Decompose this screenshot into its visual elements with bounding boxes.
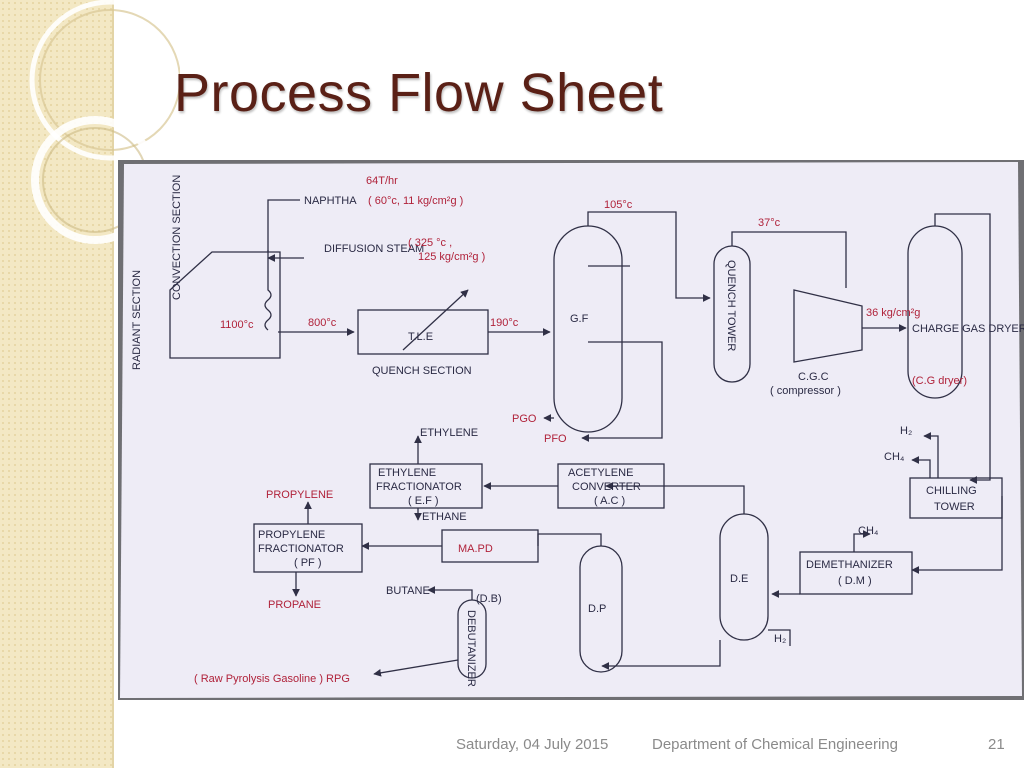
dp-label: D.P [588, 603, 606, 615]
dryer-to-chilling-line [934, 213, 991, 484]
mapd-label: MA.PD [458, 543, 493, 555]
rpg-label: ( Raw Pyrolysis Gasoline ) RPG [194, 673, 350, 685]
footer-department: Department of Chemical Engineering [652, 736, 898, 753]
ethylene-product-label: ETHYLENE [420, 427, 478, 439]
db-abbr-label: (D.B) [476, 593, 502, 605]
chilling-line2-label: TOWER [934, 501, 975, 513]
tle-quench-arrow [402, 289, 469, 351]
naphtha-line [267, 199, 300, 252]
furnace-coil [264, 250, 272, 331]
quench-tower-label: QUENCH TOWER [725, 260, 737, 351]
strip-divider [112, 0, 114, 768]
chilling-to-dm-line [911, 496, 1003, 574]
de-label: D.E [730, 573, 748, 585]
steam-conditions-line2: 125 kg/cm²g ) [418, 251, 485, 263]
flow-sheet-photo: 64T/hr NAPHTHA ( 60°c, 11 kg/cm²g ) DIFF… [118, 160, 1024, 700]
quench-section-label: QUENCH SECTION [372, 365, 472, 377]
slide-footer: Saturday, 04 July 2015 Department of Che… [0, 736, 1024, 756]
diffusion-steam-label: DIFFUSION STEAM [324, 243, 424, 255]
gf-top-temp-label: 105°c [604, 199, 633, 211]
butane-product-label: BUTANE [386, 585, 430, 597]
h2-top-label: H₂ [900, 425, 912, 437]
cgc-description-label: ( compressor ) [770, 385, 841, 397]
rpg-out-line [373, 659, 459, 677]
paper-sheet [120, 162, 1022, 698]
slide-title: Process Flow Sheet [174, 63, 664, 123]
pf-abbr-label: ( PF ) [294, 557, 322, 569]
ch4-out-line [911, 456, 931, 478]
h2-out-line [923, 432, 939, 478]
de-to-db-line [601, 640, 721, 670]
pf-line2-label: FRACTIONATOR [258, 543, 344, 555]
charge-gas-dryer-label: CHARGE GAS DRYER [912, 323, 1024, 335]
naphtha-conditions-label: ( 60°c, 11 kg/cm²g ) [368, 195, 463, 207]
propylene-product-label: PROPYLENE [266, 489, 333, 501]
gf-to-quench-line [587, 211, 711, 302]
tle-label: T.L.E [408, 331, 433, 343]
ac-abbr-label: ( A.C ) [594, 495, 625, 507]
dm-line1-label: DEMETHANIZER [806, 559, 893, 571]
furnace-temp-label: 1100°c [220, 319, 254, 331]
steam-conditions-line1: ( 325 °c , [408, 237, 452, 249]
radiant-section-label: RADIANT SECTION [131, 270, 143, 370]
quench-outlet-temp-label: 37°c [758, 217, 781, 229]
ethane-product-label: ETHANE [422, 511, 467, 523]
cgc-compressor [793, 289, 863, 363]
demethanizer-box [799, 551, 913, 595]
furnace-outline [169, 251, 281, 359]
propane-product-label: PROPANE [268, 599, 321, 611]
tle-inlet-temp-label: 800°c [308, 317, 337, 329]
naphtha-rate-label: 64T/hr [366, 175, 398, 187]
flow-sheet-diagram: 64T/hr NAPHTHA ( 60°c, 11 kg/cm²g ) DIFF… [120, 162, 1024, 698]
dryer-pressure-label: 36 kg/cm²g [866, 307, 920, 319]
h2-bottom-label: H₂ [774, 633, 786, 645]
ch4-top-label: CH₄ [884, 451, 905, 463]
gf-label: G.F [570, 313, 589, 325]
ac-line2-label: CONVERTER [572, 481, 641, 493]
ac-line1-label: ACETYLENE [568, 467, 633, 479]
footer-date: Saturday, 04 July 2015 [456, 736, 609, 753]
footer-page-number: 21 [988, 736, 1005, 753]
gf-pfo-line [581, 341, 663, 442]
dm-ch4-label: CH₄ [858, 525, 879, 537]
tle-outlet-temp-label: 190°c [490, 317, 519, 329]
chilling-line1-label: CHILLING [926, 485, 977, 497]
pgo-label: PGO [512, 413, 537, 425]
dm-abbr-label: ( D.M ) [838, 575, 872, 587]
pfo-label: PFO [544, 433, 567, 445]
de-to-ac-line [605, 482, 745, 514]
quench-to-cgc-line [731, 231, 847, 288]
pf-line1-label: PROPYLENE [258, 529, 325, 541]
butane-out-line [427, 586, 473, 600]
cgc-label: C.G.C [798, 371, 829, 383]
dryer-abbr-label: (C.G dryer) [912, 375, 967, 387]
dm-ch4-line [853, 530, 871, 552]
debutanizer-label: DEBUTANIZER [465, 610, 477, 687]
de-h2-line [768, 629, 791, 646]
convection-section-label: CONVECTION SECTION [171, 175, 183, 300]
ef-line2-label: FRACTIONATOR [376, 481, 462, 493]
ef-line1-label: ETHYLENE [378, 467, 436, 479]
ef-abbr-label: ( E.F ) [408, 495, 439, 507]
naphtha-label: NAPHTHA [304, 195, 357, 207]
ethylene-fractionator-box [369, 463, 483, 509]
